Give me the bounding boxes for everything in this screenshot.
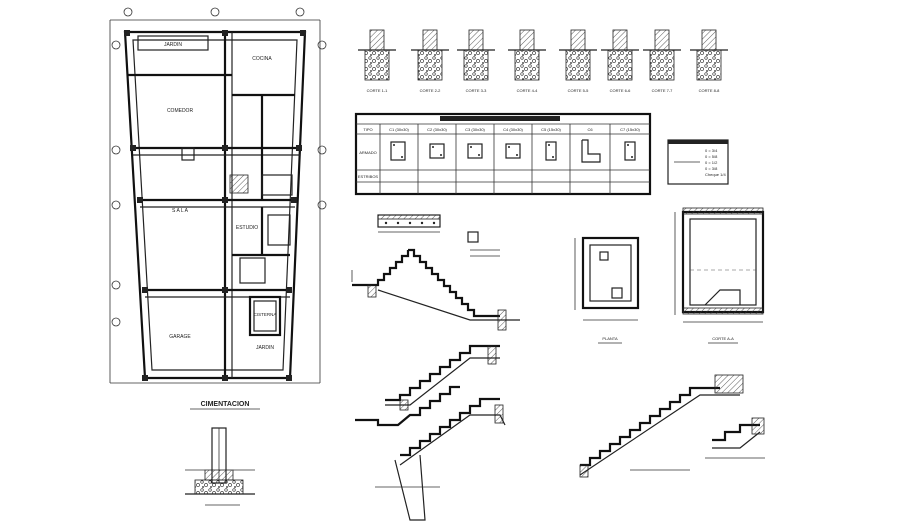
stair-section-2 — [385, 344, 500, 411]
plan-columns — [124, 30, 306, 381]
room-label-estudio: ESTUDIO — [236, 225, 258, 231]
footing-detail — [185, 427, 255, 506]
column-schedule-table: TIPO C1 (30x30) C2 (30x30) C3 (30x30) C4… — [354, 112, 652, 196]
footing-section-5: CORTE 5-5 — [559, 29, 597, 93]
stair-section-1 — [351, 248, 520, 331]
column-section-icons — [390, 139, 636, 163]
section-label-3: CORTE 3-3 — [466, 88, 488, 93]
cistern-section: CORTE A-A — [674, 207, 765, 344]
table-header-c6: C6 — [587, 127, 593, 132]
stair-landing-detail — [705, 417, 765, 459]
room-label-jardin-top: JARDIN — [164, 42, 182, 48]
footing-section-6: CORTE 6-6 — [601, 29, 639, 93]
cistern-section-label: CORTE A-A — [712, 336, 734, 341]
footing-section-2: CORTE 2-2 — [411, 29, 449, 93]
table-header-c1: C1 (30x30) — [389, 127, 409, 132]
section-label-8: CORTE 8-8 — [699, 88, 721, 93]
table-header-c4: C4 (30x30) — [503, 127, 523, 132]
stair-section-3 — [355, 385, 506, 521]
plan-title: CIMENTACION — [201, 401, 250, 408]
footing-section-7: CORTE 7-7 — [643, 29, 681, 93]
room-label-cisterna: CISTERNA — [254, 312, 277, 317]
footing-section-8: CORTE 8-8 — [690, 29, 728, 93]
table-row-armado: ARMADO — [359, 150, 377, 155]
legend-row-4: 0 = 3/8 — [705, 166, 718, 171]
grid-axis-bubbles — [111, 7, 327, 327]
slab-detail — [377, 214, 500, 257]
footing-section-3: CORTE 3-3 — [457, 29, 495, 93]
legend-row-1: 0 = 3/4 — [705, 148, 718, 153]
section-label-6: CORTE 6-6 — [610, 88, 632, 93]
cistern-plan: PLANTA — [574, 236, 640, 344]
room-label-jardin-bottom: JARDIN — [256, 345, 274, 351]
rebar-legend-box: 0 = 3/4 0 = 5/8 0 = 1/2 0 = 3/8 Cheque 1… — [667, 139, 729, 185]
section-label-4: CORTE 4-4 — [517, 88, 539, 93]
table-header-c7: C7 (15x30) — [620, 127, 640, 132]
room-label-cocina: COCINA — [252, 56, 272, 62]
legend-row-3: 0 = 1/2 — [705, 160, 718, 165]
table-header-c5: C5 (15x30) — [541, 127, 561, 132]
table-header-tipo: TIPO — [363, 127, 372, 132]
room-label-comedor: COMEDOR — [167, 108, 194, 114]
table-header-c3: C3 (30x30) — [465, 127, 485, 132]
section-label-2: CORTE 2-2 — [420, 88, 442, 93]
cistern-plan-label: PLANTA — [602, 336, 618, 341]
legend-row-2: 0 = 5/8 — [705, 154, 718, 159]
table-row-estribos: ESTRIBOS — [358, 174, 379, 179]
section-label-7: CORTE 7-7 — [652, 88, 674, 93]
stair-section-4 — [579, 374, 744, 478]
footing-section-4: CORTE 4-4 — [508, 29, 546, 93]
footing-section-1: CORTE 1-1 — [358, 29, 396, 93]
legend-row-5: Cheque 1/4 — [705, 172, 726, 177]
room-label-garage: GARAGE — [169, 334, 191, 340]
footing-sections: CORTE 1-1 CORTE 2-2 CORTE 3-3 CORTE 4-4 … — [358, 29, 728, 93]
room-label-sala: S A L A — [172, 208, 189, 214]
table-header-c2: C2 (30x30) — [427, 127, 447, 132]
section-label-1: CORTE 1-1 — [367, 88, 389, 93]
foundation-plan: JARDIN COCINA COMEDOR S A L A ESTUDIO GA… — [109, 7, 327, 410]
section-label-5: CORTE 5-5 — [568, 88, 590, 93]
